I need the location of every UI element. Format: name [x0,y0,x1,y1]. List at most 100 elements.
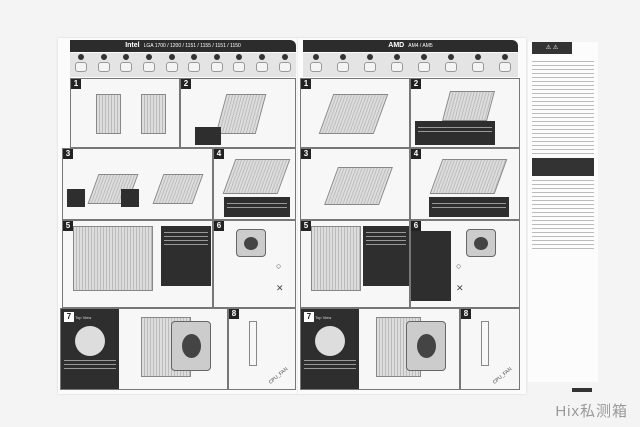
part-icon [75,54,88,73]
cpu-fan-label: CPU_FAN [491,366,514,386]
step-number: 4 [214,149,224,159]
callout-box [67,189,85,207]
amd-title: AMD [388,42,405,49]
step-number: 1 [301,79,311,89]
amd-step-5: 5 [300,220,410,308]
part-icon [256,54,269,73]
part-icon [143,54,156,73]
mount-illustration [152,174,204,204]
part-icon [310,54,323,73]
socket-illustration [215,94,267,134]
fan-illustration [171,321,211,371]
step-number: 7 [304,312,314,322]
part-icon [278,54,291,73]
part-icon [417,54,430,73]
callout-box [121,189,139,207]
part-icon [498,54,511,73]
mount-illustration [222,159,291,194]
part-icon [188,54,201,73]
amd-step-4: 4 [410,148,520,220]
part-icon [165,54,178,73]
part-icon [97,54,110,73]
part-icon [337,54,350,73]
safety-text-column [528,42,598,382]
step-number: 8 [461,309,471,319]
intel-step-3: 3 [62,148,213,220]
amd-step-6: 6 ○ ✕ [410,220,520,308]
footer-mark [572,388,592,392]
part-icon [444,54,457,73]
fan-illustration [406,321,446,371]
amd-sockets: AM4 / AM5 [408,43,433,49]
fan-illustration [466,229,496,257]
intel-step-6: 6 ○ ✕ [213,220,296,308]
step-number: 7 [64,312,74,322]
intel-sockets: LGA 1700 / 1200 / 1151 / 1155 / 1151 / 1… [143,43,241,49]
amd-step-3: 3 [300,148,410,220]
amd-parts-row [303,53,518,77]
top-view-callout: 7 Top View [301,309,359,389]
step-number: 2 [181,79,191,89]
amd-step-1: 1 [300,78,410,148]
part-icon [391,54,404,73]
intel-title: Intel [125,42,140,49]
callout-box [161,226,211,286]
heatsink-illustration [311,226,361,291]
backplate-illustration [96,94,121,134]
callout-box [415,121,495,145]
socket-illustration [318,94,389,134]
step-number: 3 [63,149,73,159]
intel-step-5: 5 [62,220,213,308]
part-icon [471,54,484,73]
wrong-icon: ✕ [456,283,464,293]
fan-illustration [236,229,266,257]
intel-step-4: 4 [213,148,296,220]
socket-illustration [441,91,496,121]
warning-icon: ⚠ ⚠ [532,42,572,54]
ok-icon: ○ [456,261,462,271]
step-number: 5 [63,221,73,231]
part-icon [364,54,377,73]
intel-step-1: 1 [70,78,180,148]
part-icon [120,54,133,73]
step-number: 8 [229,309,239,319]
wrong-icon: ✕ [276,283,284,293]
callout-box [224,197,290,217]
step-number: 1 [71,79,81,89]
amd-step-2: 2 [410,78,520,148]
top-view-circle [75,326,105,356]
part-icon [233,54,246,73]
intel-step-2: 2 [180,78,296,148]
step-number: 6 [214,221,224,231]
ok-icon: ○ [276,261,282,271]
backplate-illustration [141,94,166,134]
top-view-callout: 7 Top View [61,309,119,389]
heatsink-illustration [73,226,153,291]
step-number: 2 [411,79,421,89]
mount-illustration [324,167,393,205]
top-view-label: Top View [315,315,332,320]
part-icon [210,54,223,73]
intel-step-7: 7 Top View [60,308,228,390]
step-number: 6 [411,221,421,231]
fan-header-illustration [481,321,489,366]
step-number: 5 [301,221,311,231]
fan-header-illustration [249,321,257,366]
amd-step-7: 7 Top View [300,308,460,390]
top-view-circle [315,326,345,356]
step-number: 4 [411,149,421,159]
cpu-fan-label: CPU_FAN [267,366,290,386]
intel-parts-row [70,53,296,77]
step-number: 3 [301,149,311,159]
callout-box [363,226,409,286]
callout-box [411,231,451,301]
watermark: Hix私测箱 [555,403,628,420]
callout-box [195,127,221,145]
top-view-label: Top View [75,315,92,320]
